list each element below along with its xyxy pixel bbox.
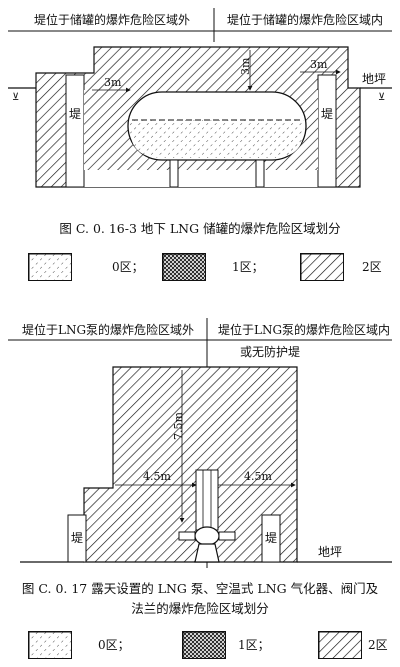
dike-right-label: 堤 bbox=[321, 107, 333, 121]
header2-right-sub: 或无防护堤 bbox=[240, 344, 300, 359]
figure2-legend: 0区； 1区； 2区 bbox=[0, 628, 400, 662]
legend-zone2-label: 2区 bbox=[362, 260, 382, 274]
dim-right: 3m bbox=[310, 58, 328, 71]
pump-column bbox=[195, 469, 219, 531]
svg-text:⊻: ⊻ bbox=[12, 92, 19, 103]
dike-right bbox=[317, 74, 337, 188]
ground-label-2: 地坪 bbox=[318, 545, 342, 559]
figure-lng-pump: 堤位于LNG泵的爆炸危险区域外 堤位于LNG泵的爆炸危险区域内 或无防护堤 堤 … bbox=[8, 318, 392, 568]
dike-left-label: 堤 bbox=[69, 107, 81, 121]
legend-zone1-label: 1区； bbox=[232, 260, 264, 274]
legend2-zone2-swatch bbox=[318, 631, 362, 659]
legend2-zone1-swatch bbox=[182, 631, 226, 659]
figure-underground-lng-tank: 堤位于储罐的爆炸危险区域外 堤位于储罐的爆炸危险区域内 堤 堤 3m 3m 3m bbox=[8, 8, 392, 188]
header2-right: 堤位于LNG泵的爆炸危险区域内 bbox=[218, 322, 390, 337]
dim-vertical: 7.5m bbox=[172, 412, 185, 440]
legend2-zone0-label: 0区； bbox=[98, 638, 130, 652]
zone0-liquid bbox=[130, 120, 304, 158]
figure1-legend: 0区； 1区； 2区 bbox=[0, 250, 400, 284]
dike2-right bbox=[261, 514, 281, 563]
legend-zone0-label: 0区； bbox=[112, 260, 144, 274]
legend2-zone2-label: 2区 bbox=[368, 638, 388, 652]
dike2-right-label: 堤 bbox=[265, 531, 277, 545]
header2-left: 堤位于LNG泵的爆炸危险区域外 bbox=[22, 322, 194, 337]
dim-top: 3m bbox=[239, 57, 252, 75]
legend2-zone1-label: 1区； bbox=[238, 638, 270, 652]
svg-text:⊻: ⊻ bbox=[378, 92, 385, 103]
legend2-zone0-swatch bbox=[28, 631, 72, 659]
dike-left bbox=[65, 74, 85, 188]
dike2-left-label: 堤 bbox=[71, 531, 83, 545]
header-left: 堤位于储罐的爆炸危险区域外 bbox=[34, 12, 190, 27]
figure1-caption: 图 C. 0. 16-3 地下 LNG 储罐的爆炸危险区域划分 bbox=[59, 221, 341, 236]
header-right: 堤位于储罐的爆炸危险区域内 bbox=[227, 12, 383, 27]
dim-left-2: 4.5m bbox=[143, 470, 171, 483]
figure2-caption-line2: 法兰的爆炸危险区域划分 bbox=[131, 601, 269, 616]
figure2-caption-line1: 图 C. 0. 17 露天设置的 LNG 泵、空温式 LNG 气化器、阀门及 bbox=[21, 581, 379, 596]
legend-zone0-swatch bbox=[28, 253, 72, 281]
dim-right-2: 4.5m bbox=[244, 470, 272, 483]
legend-zone2-swatch bbox=[300, 253, 344, 281]
lng-pump bbox=[194, 526, 220, 546]
dim-left: 3m bbox=[104, 76, 122, 89]
legend-zone1-swatch bbox=[162, 253, 206, 281]
ground-label: 地坪 bbox=[362, 72, 386, 86]
